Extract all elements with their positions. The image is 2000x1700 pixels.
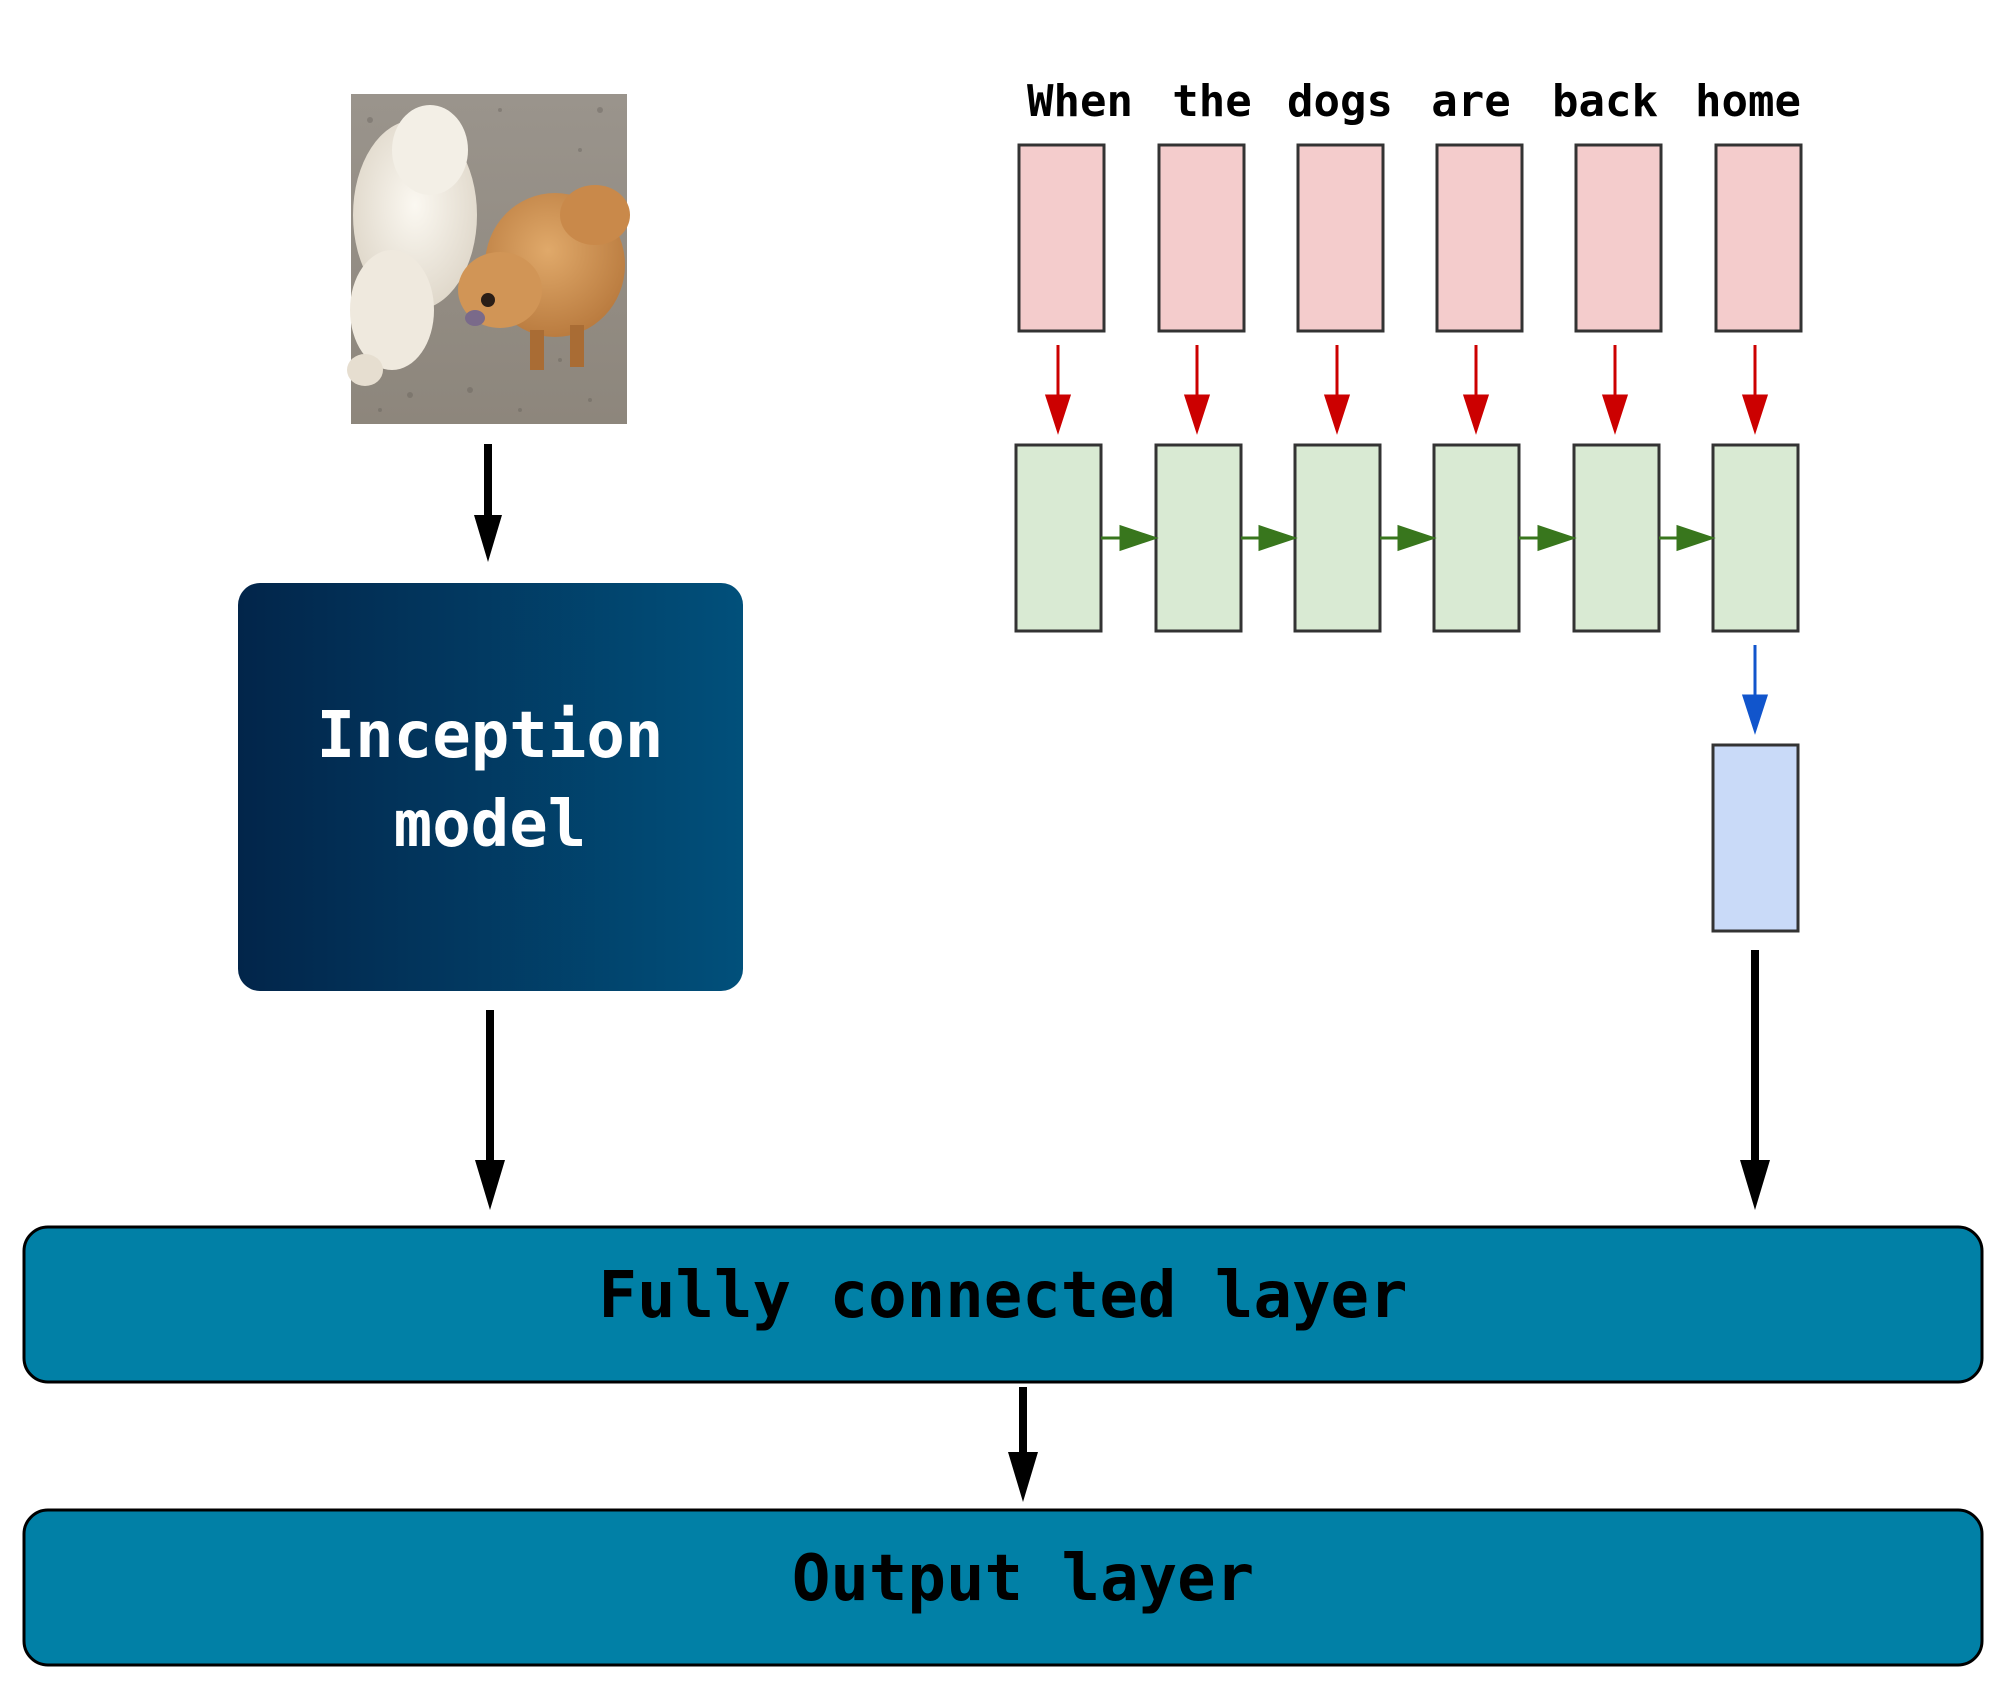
- rnn-cell-3: [1432, 443, 1521, 633]
- rnn-cell-5: [1711, 443, 1800, 633]
- embedding-box-4: [1574, 143, 1663, 333]
- word-3: are: [1431, 76, 1510, 127]
- word-4: back: [1552, 76, 1658, 127]
- output-layer-label: Output layer: [792, 1542, 1254, 1616]
- word-0: When: [1027, 76, 1133, 127]
- final-state-box: [1711, 743, 1800, 933]
- rnn-cell-1: [1154, 443, 1243, 633]
- word-5: home: [1695, 76, 1801, 127]
- dogs-photo: [347, 94, 630, 424]
- rnn-cell-2: [1293, 443, 1382, 633]
- fc-to-output-arrowhead: [1008, 1452, 1038, 1502]
- fully-connected-layer: Fully connected layer: [22, 1225, 1984, 1384]
- embedding-box-2: [1296, 143, 1385, 333]
- rnn-recurrent-arrows: [1101, 524, 1716, 552]
- inception-label-line2: model: [394, 788, 587, 862]
- rnn-to-state-arrow: [1741, 645, 1769, 735]
- embedding-to-rnn-arrows: [1044, 345, 1769, 435]
- sentence-words: When the dogs are back home: [1027, 76, 1801, 127]
- photo-to-inception-arrowhead: [474, 515, 502, 562]
- fully-connected-label: Fully connected layer: [598, 1259, 1407, 1333]
- state-to-fc-arrowhead: [1740, 1160, 1770, 1210]
- rnn-cell-4: [1572, 443, 1661, 633]
- embedding-box-1: [1157, 143, 1246, 333]
- embedding-box-5: [1714, 143, 1803, 333]
- embedding-row: [1017, 143, 1803, 333]
- word-2: dogs: [1287, 76, 1393, 127]
- inception-model-box: Inception model: [238, 583, 743, 991]
- output-layer: Output layer: [22, 1508, 1984, 1667]
- embedding-box-0: [1017, 143, 1106, 333]
- word-1: the: [1172, 76, 1251, 127]
- embedding-box-3: [1435, 143, 1524, 333]
- inception-label-line1: Inception: [317, 699, 664, 773]
- rnn-cell-0: [1014, 443, 1103, 633]
- inception-to-fc-arrowhead: [475, 1160, 505, 1210]
